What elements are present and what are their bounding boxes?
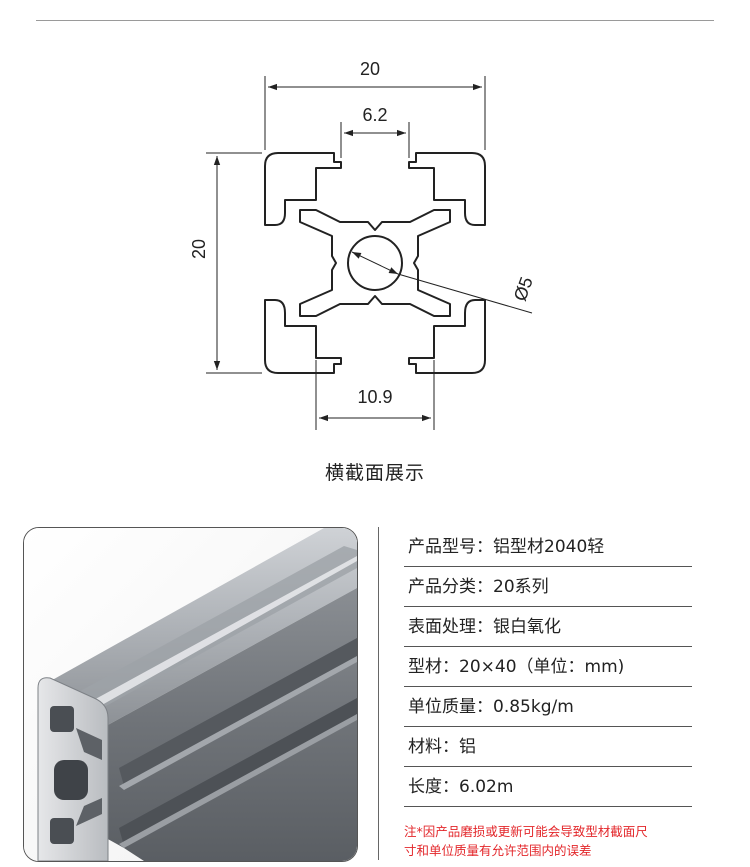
spec-row-model: 产品型号：铝型材2040轻: [404, 527, 692, 567]
spec-label: 产品型号: [408, 537, 476, 557]
dim-height-label: 20: [189, 239, 209, 259]
spec-label: 材料: [408, 737, 442, 757]
spec-row-profile: 型材：20×40（单位：mm): [404, 647, 692, 687]
dim-width-label: 20: [360, 59, 380, 79]
aluminum-profile-photo: [23, 527, 358, 862]
note-line-1: 注*因产品磨损或更新可能会导致型材截面尺: [404, 824, 648, 839]
spec-row-length: 长度：6.02m: [404, 767, 692, 807]
profile-render-icon: [24, 528, 357, 861]
dim-slot-label: 6.2: [362, 105, 387, 125]
section-caption: 横截面展示: [324, 462, 425, 484]
spec-value: 0.85kg/m: [493, 697, 574, 717]
spec-row-material: 材料：铝: [404, 727, 692, 767]
disclaimer-note: 注*因产品磨损或更新可能会导致型材截面尺 寸和单位质量有允许范围内的误差: [404, 822, 704, 860]
spec-value: 20系列: [493, 577, 549, 597]
spec-label: 表面处理: [408, 617, 476, 637]
spec-row-surface: 表面处理：银白氧化: [404, 607, 692, 647]
dim-bottom-label: 10.9: [357, 387, 392, 407]
top-divider: [36, 20, 714, 21]
spec-value: 铝: [459, 737, 476, 757]
spec-value: 6.02m: [459, 777, 514, 797]
spec-label: 型材: [408, 657, 442, 677]
cross-section-drawing: 20 6.2 20 10.9 Ø5: [189, 59, 537, 430]
spec-label: 长度: [408, 777, 442, 797]
dimension-lines: [206, 76, 533, 430]
vertical-divider: [378, 527, 379, 860]
spec-row-weight: 单位质量：0.85kg/m: [404, 687, 692, 727]
spec-row-category: 产品分类：20系列: [404, 567, 692, 607]
dim-hole-label: Ø5: [510, 274, 537, 303]
spec-label: 产品分类: [408, 577, 476, 597]
note-line-2: 寸和单位质量有允许范围内的误差: [404, 843, 592, 858]
spec-value: 银白氧化: [493, 617, 561, 637]
spec-value: 铝型材2040轻: [493, 537, 605, 557]
spec-value: 20×40（单位：mm): [459, 657, 625, 677]
profile-outline: [264, 152, 486, 374]
spec-list: 产品型号：铝型材2040轻 产品分类：20系列 表面处理：银白氧化 型材：20×…: [404, 527, 692, 807]
spec-label: 单位质量: [408, 697, 476, 717]
